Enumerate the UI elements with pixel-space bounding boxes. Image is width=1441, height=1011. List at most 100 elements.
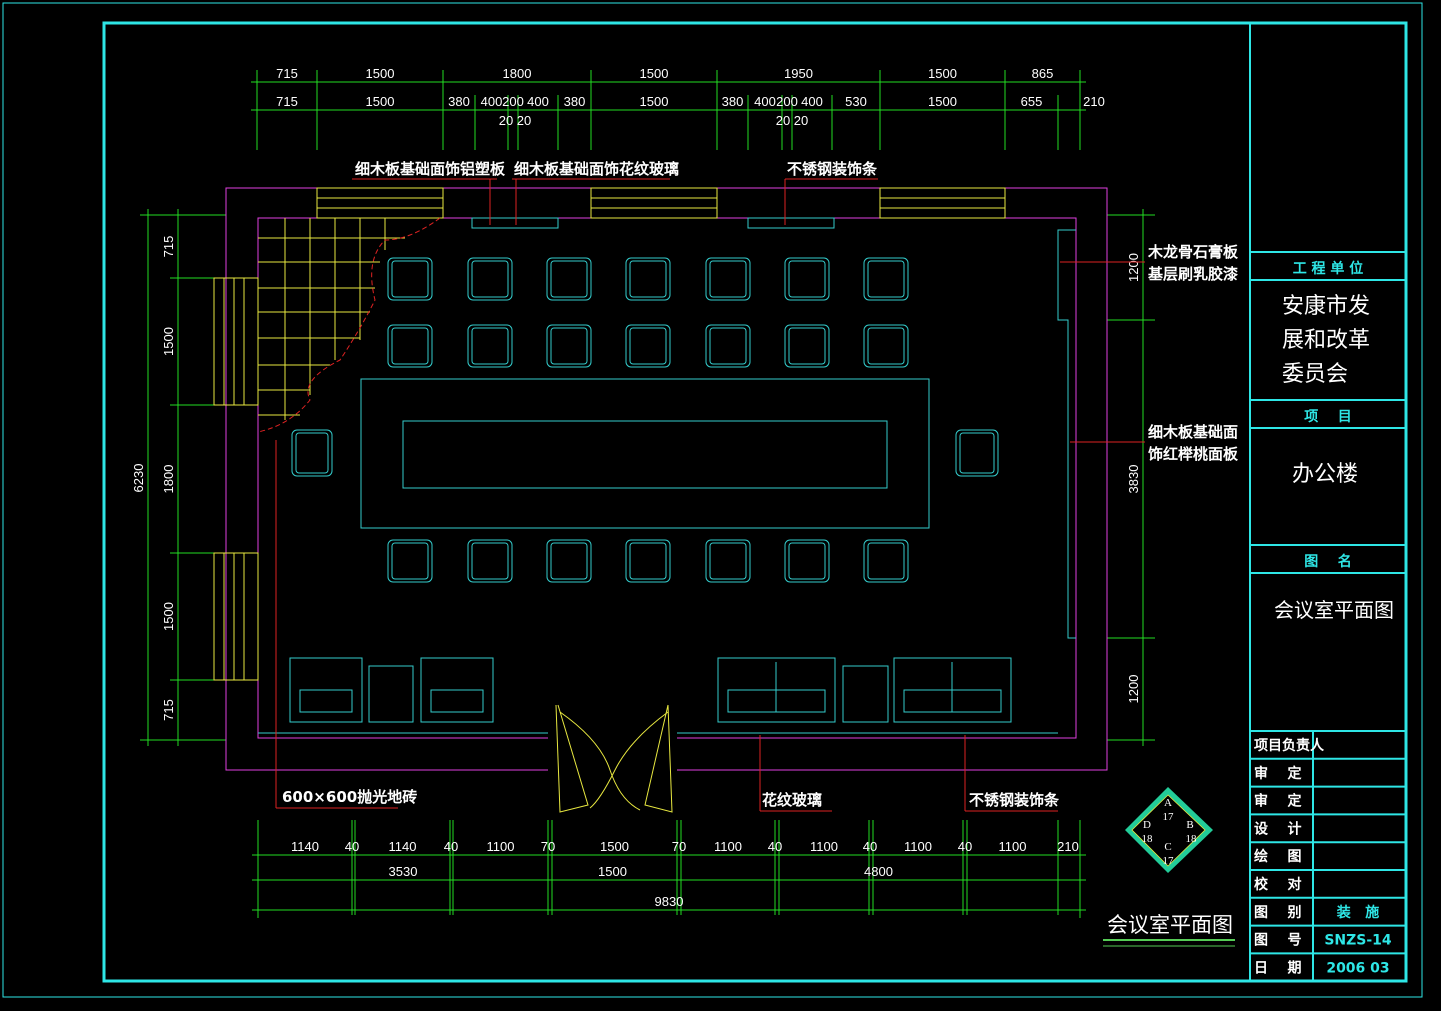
dimension-label: 1500: [598, 864, 627, 879]
title-block-label: 日 期: [1254, 960, 1302, 976]
dimension-label: 380: [564, 94, 586, 109]
dimension-total: 9830: [655, 894, 684, 909]
dimension-label: 1500: [600, 839, 629, 854]
dimension-label: 1800: [161, 465, 176, 494]
label-steel: 不锈钢装饰条: [969, 791, 1060, 809]
compass-symbol: A 17 B 18 C 17 D 18: [1125, 787, 1213, 873]
chair: [291, 429, 333, 477]
dimension-label: 1950: [784, 66, 813, 81]
chair: [546, 324, 592, 368]
door: [555, 704, 673, 813]
dimension-label: 70: [672, 839, 686, 854]
chair: [705, 324, 751, 368]
dimension-label: 715: [161, 699, 176, 721]
label-right-1b: 基层刷乳胶漆: [1147, 265, 1238, 283]
drawing-name: 会议室平面图: [1274, 598, 1394, 622]
compass-c-num: 17: [1163, 855, 1175, 867]
dimension-label: 1100: [810, 839, 838, 854]
title-block-label: 图 别: [1254, 905, 1302, 921]
dimension-label: 715: [161, 236, 176, 258]
chair: [863, 539, 909, 583]
drawing-title: 会议室平面图: [1107, 913, 1233, 937]
unit-line2: 展和改革: [1282, 328, 1370, 353]
chair: [387, 257, 433, 301]
chair: [863, 257, 909, 301]
label-floor: 600×600抛光地砖: [282, 788, 417, 806]
dimension-label: 1140: [291, 839, 319, 854]
dimension-label: 1500: [928, 66, 957, 81]
dimension-label: 40: [444, 839, 458, 854]
dimension-label: 865: [1032, 66, 1054, 81]
compass-a: A: [1164, 797, 1172, 809]
top-wall-panels: [213, 187, 1006, 681]
conference-table: [360, 378, 930, 529]
dimension-label: 200: [776, 94, 798, 109]
title-block-label: 校 对: [1254, 876, 1302, 893]
dimension-label: 40: [958, 839, 972, 854]
unit-label: 工 程 单 位: [1293, 260, 1364, 277]
compass-b: B: [1186, 819, 1193, 831]
dimension-label-small: 20: [794, 113, 808, 128]
dimension-label: 715: [276, 66, 298, 81]
dimension-label: 1500: [640, 66, 669, 81]
chairs: [291, 257, 999, 583]
dimension-label: 40: [768, 839, 782, 854]
label-glass: 花纹玻璃: [762, 791, 822, 809]
compass-c: C: [1164, 841, 1171, 853]
dimension-label: 1100: [714, 839, 742, 854]
dimension-label: 1500: [161, 602, 176, 631]
compass-b-num: 18: [1186, 833, 1198, 845]
dimension-label-small: 20: [776, 113, 790, 128]
dimension-label: 715: [276, 94, 298, 109]
title-block-value: SNZS-14: [1324, 933, 1392, 949]
dimension-label: 1100: [904, 839, 932, 854]
title-block-value: 装 施: [1336, 904, 1380, 921]
chair: [625, 539, 671, 583]
chair: [546, 257, 592, 301]
wall-details: [258, 217, 1076, 734]
dimension-label: 70: [541, 839, 555, 854]
chair: [625, 257, 671, 301]
dimension-label: 1500: [640, 94, 669, 109]
dimension-label: 1100: [999, 839, 1027, 854]
chair: [784, 257, 830, 301]
floor-tile-area: [258, 218, 405, 420]
chair: [467, 257, 513, 301]
dimension-label: 400: [754, 94, 776, 109]
chair: [955, 429, 999, 477]
chair: [784, 324, 830, 368]
dimension-label: 380: [722, 94, 744, 109]
dimension-label: 210: [1057, 839, 1079, 854]
dimension-label: 3530: [389, 864, 418, 879]
chair: [546, 539, 592, 583]
dimension-label: 1800: [503, 66, 532, 81]
drawing-name-label: 图 名: [1304, 553, 1352, 570]
dimension-label: 1140: [389, 839, 417, 854]
chair: [625, 324, 671, 368]
title-block-label: 项目负责人: [1254, 737, 1325, 754]
dimension-label: 200: [502, 94, 524, 109]
title-block: [1249, 23, 1406, 981]
chair: [387, 324, 433, 368]
label-top-mid: 细木板基础面饰花纹玻璃: [514, 160, 679, 178]
compass-a-num: 17: [1163, 811, 1175, 823]
dimension-label: 1200: [1126, 675, 1141, 704]
chair: [467, 324, 513, 368]
dimension-label: 1500: [161, 327, 176, 356]
dimension-label: 1500: [366, 94, 395, 109]
label-right-2b: 饰红榉桃面板: [1148, 445, 1239, 463]
dimension-label: 655: [1021, 94, 1043, 109]
unit-line3: 委员会: [1282, 362, 1348, 387]
dimension-label: 210: [1083, 94, 1105, 109]
dimension-label: 3830: [1126, 465, 1141, 494]
annotations: 细木板基础面饰铝塑板 细木板基础面饰花纹玻璃 不锈钢装饰条 木龙骨石膏板 基层刷…: [282, 160, 1239, 809]
chair: [387, 539, 433, 583]
label-top-right: 不锈钢装饰条: [787, 160, 878, 178]
dimension-label: 1500: [366, 66, 395, 81]
sheet-border: [2, 2, 1423, 998]
dimension-label: 380: [448, 94, 470, 109]
chair: [863, 324, 909, 368]
sofas: [289, 657, 1012, 723]
